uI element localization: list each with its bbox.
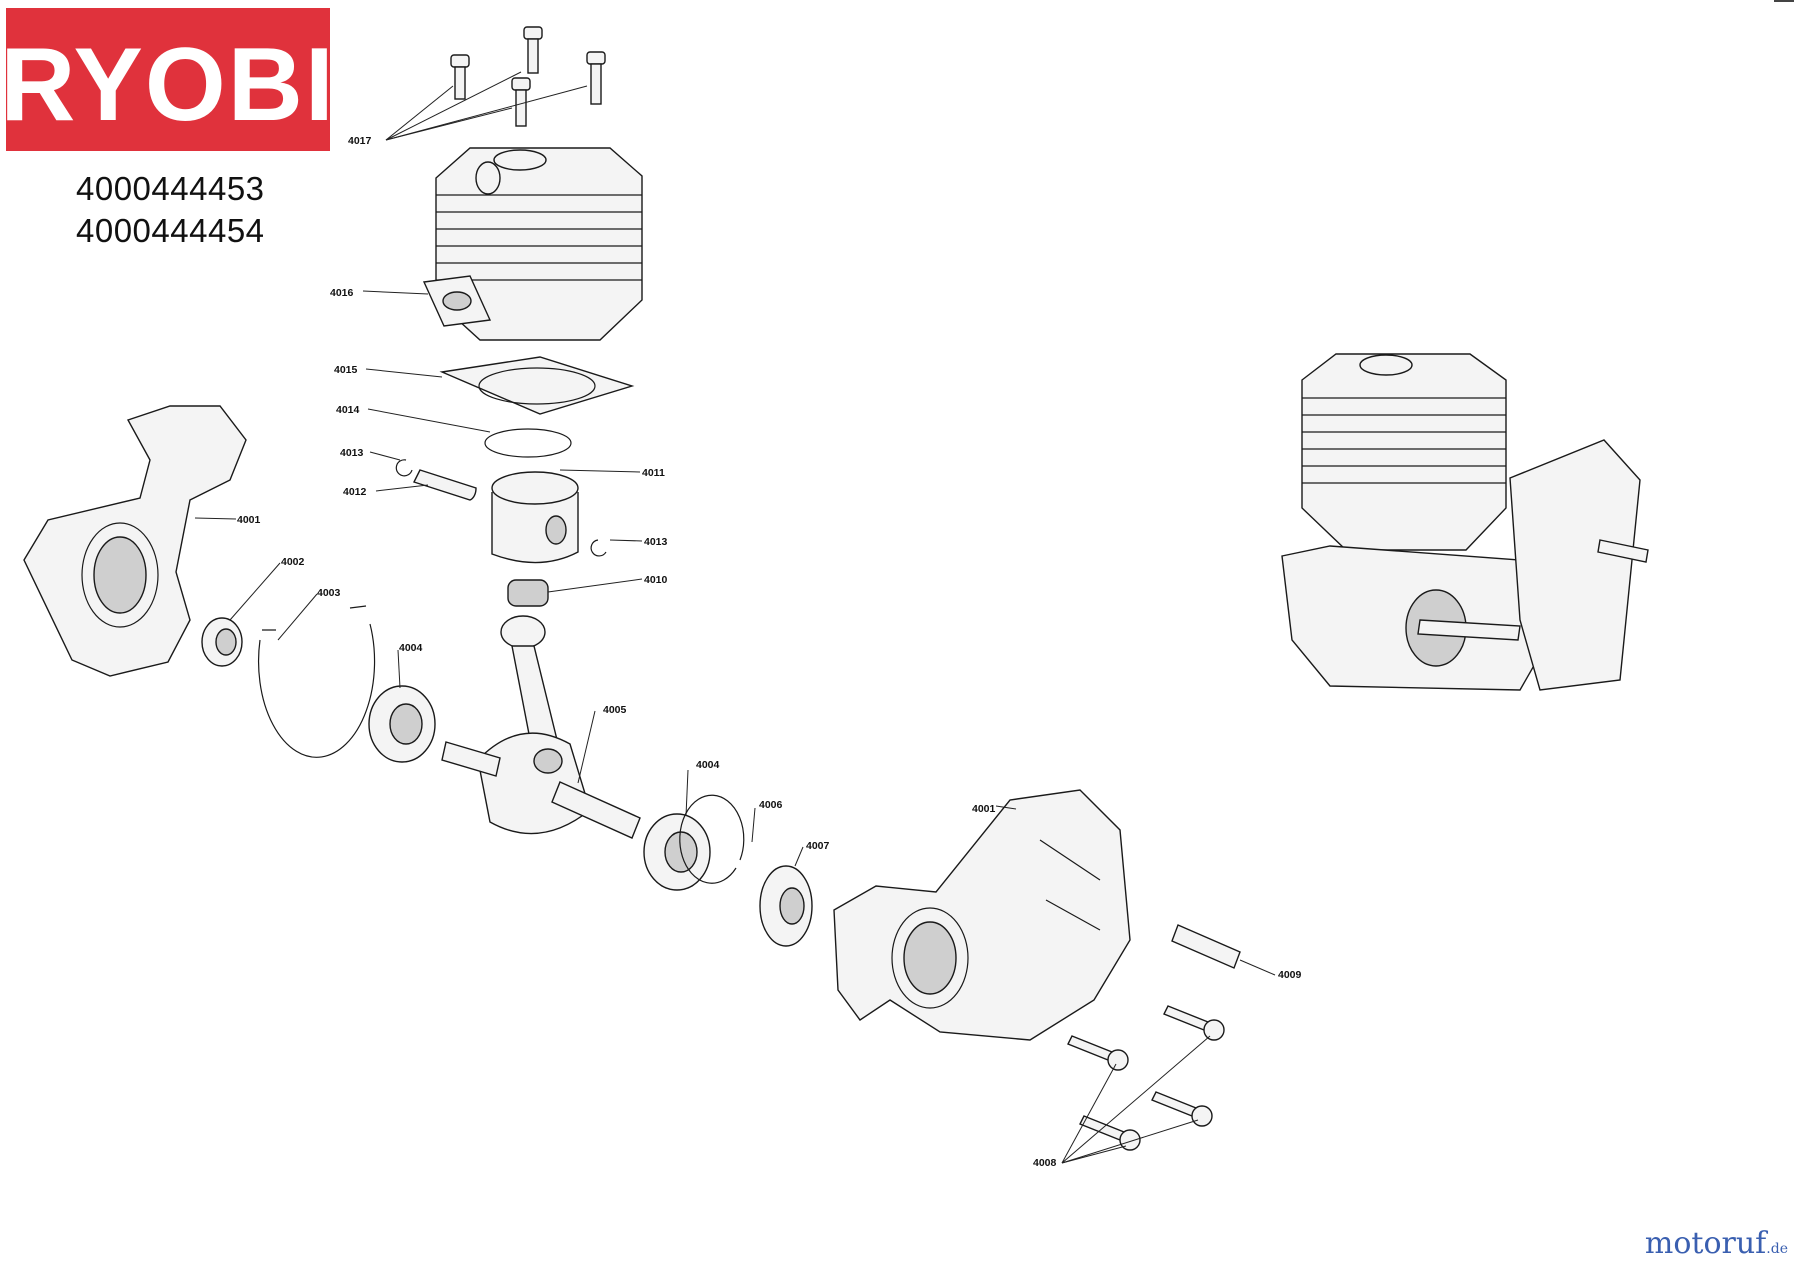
callout-4004-left: 4004 <box>399 642 423 654</box>
callout-4005: 4005 <box>603 704 627 716</box>
model-number-1: 4000444453 <box>76 170 265 207</box>
model-number-2: 4000444454 <box>76 212 265 249</box>
motoruf-watermark: motoruf.de <box>1645 1226 1788 1261</box>
screw <box>586 51 606 105</box>
crankcase-half-left <box>23 405 247 677</box>
ryobi-logo-mark: RYOBI <box>6 27 330 143</box>
screw <box>523 26 543 74</box>
callout-4012: 4012 <box>343 486 367 498</box>
callout-4016: 4016 <box>330 287 354 299</box>
callout-4004-right: 4004 <box>696 759 720 771</box>
cylinder <box>422 147 643 341</box>
piston-ring <box>484 428 572 458</box>
callout-4013-upper: 4013 <box>340 447 364 459</box>
crankcase-bolts <box>1067 1005 1225 1151</box>
callout-4013-lower: 4013 <box>644 536 668 548</box>
screw <box>511 77 531 127</box>
callout-4014: 4014 <box>336 404 360 416</box>
callout-4011: 4011 <box>642 467 665 479</box>
callout-4006: 4006 <box>759 799 783 811</box>
callout-4002: 4002 <box>281 556 305 568</box>
ball-bearing-right <box>643 813 711 891</box>
corner-mark <box>1774 0 1794 6</box>
callout-4003: 4003 <box>317 587 341 599</box>
callout-4010: 4010 <box>644 574 668 586</box>
piston <box>491 471 579 564</box>
piston-pin <box>413 469 477 501</box>
dowel-pin <box>1171 924 1241 969</box>
callout-4008: 4008 <box>1033 1157 1057 1169</box>
callout-4001-right: 4001 <box>972 803 996 815</box>
crankshaft <box>441 615 641 839</box>
piston-pin-circlip <box>395 459 413 477</box>
oil-seal-right <box>759 865 813 947</box>
model-number-list: 4000444453 4000444454 <box>76 168 265 252</box>
screw <box>450 54 470 100</box>
oil-seal-left <box>201 617 243 667</box>
watermark-tld: .de <box>1766 1241 1788 1257</box>
logo-text: RYOBI <box>6 27 330 143</box>
piston-pin-circlip <box>590 539 607 557</box>
retaining-ring <box>679 794 745 884</box>
crankcase-gasket <box>257 605 376 758</box>
callout-4007: 4007 <box>806 840 830 852</box>
callout-4001-left: 4001 <box>237 514 261 526</box>
cylinder-screws <box>450 26 606 127</box>
ryobi-logo: RYOBI <box>6 8 330 151</box>
assembled-engine-view <box>1281 353 1649 691</box>
callout-4015: 4015 <box>334 364 358 376</box>
ball-bearing-left <box>368 685 436 763</box>
cylinder-base-gasket <box>439 356 635 415</box>
callout-4009: 4009 <box>1278 969 1302 981</box>
watermark-name: motoruf <box>1644 1226 1767 1261</box>
needle-bearing <box>507 579 549 607</box>
callout-4017: 4017 <box>348 135 372 147</box>
crankcase-half-right <box>833 789 1131 1041</box>
